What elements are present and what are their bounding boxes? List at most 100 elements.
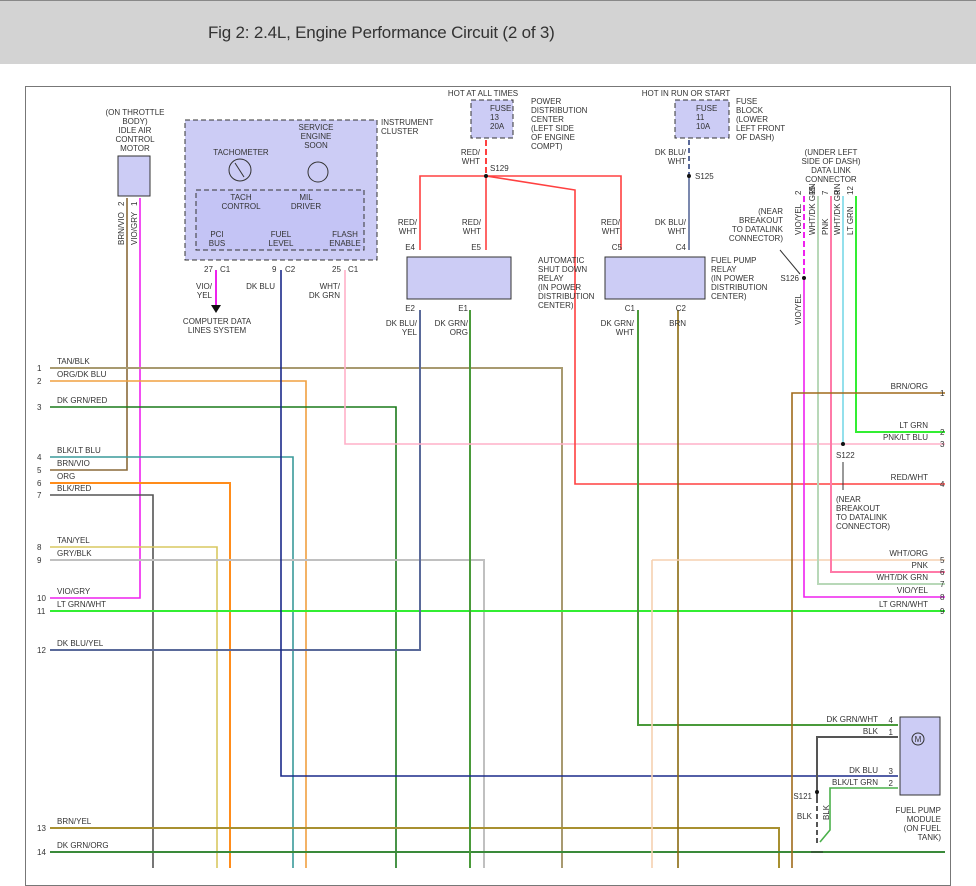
splice-s126 [802, 276, 806, 280]
iac-motor-label: IDLE AIR [119, 126, 152, 135]
near-breakout-label: (NEAR [758, 207, 783, 216]
s129-label: S129 [490, 164, 509, 173]
near-breakout-label-2: BREAKOUT [836, 504, 880, 513]
left-connector-pin: 5 [37, 466, 42, 475]
red-wht-label: RED/ [461, 148, 481, 157]
fpm-pin: 4 [889, 716, 894, 725]
right-connector-pin: 5 [940, 556, 945, 565]
cluster-connector: C1 [348, 265, 359, 274]
right-connector-wire-label: WHT/DK GRN [876, 573, 928, 582]
pdc-label: OF ENGINE [531, 133, 575, 142]
right-connector-pin: 8 [940, 593, 945, 602]
right-connector-wire-label: LT GRN/WHT [879, 600, 928, 609]
pci-bus-label: PCI [210, 230, 223, 239]
fuel-pump-module-label: MODULE [907, 815, 941, 824]
wire-brn-org [791, 392, 945, 868]
fp-pin: C5 [612, 243, 623, 252]
left-connector-pin: 13 [37, 824, 46, 833]
fuel-pump-module-label: FUEL PUMP [896, 806, 942, 815]
right-connector-pin: 2 [940, 428, 945, 437]
asd-pin: E4 [405, 243, 415, 252]
left-connector-pin: 10 [37, 594, 46, 603]
red-wht-label: WHT [399, 227, 417, 236]
fuse-11-label: 10A [696, 122, 711, 131]
pci-bus-label: BUS [209, 239, 225, 248]
asd-relay-label: RELAY [538, 274, 564, 283]
left-connector-wire-label: ORG/DK BLU [57, 370, 107, 379]
fpm-pin: 2 [889, 779, 894, 788]
left-connector-wire-label: DK GRN/RED [57, 396, 107, 405]
fpm-pin: 3 [889, 767, 894, 776]
asd-relay-label: AUTOMATIC [538, 256, 585, 265]
cluster-pin: 25 [332, 265, 341, 274]
wire-org [50, 482, 231, 868]
iac-motor-label: CONTROL [115, 135, 155, 144]
computer-data-label: LINES SYSTEM [188, 326, 247, 335]
fuse-11-box [674, 99, 730, 139]
asd-pin: E2 [405, 304, 415, 313]
instrument-cluster-label: INSTRUMENT [381, 118, 434, 127]
fuse-13-label: FUSE [490, 104, 511, 113]
left-connector-wire-label: BRN/YEL [57, 817, 92, 826]
wire-vio-yel [803, 278, 945, 598]
cluster-wire-label: DK GRN [309, 291, 340, 300]
fuse-11-label: FUSE [696, 104, 717, 113]
fuel-pump-relay-label: CENTER) [711, 292, 747, 301]
fp-pin: C1 [625, 304, 636, 313]
wire-pnk-lt-blu [344, 270, 945, 445]
red-wht-label: WHT [602, 227, 620, 236]
right-connector-wire-label: LT GRN [899, 421, 928, 430]
dlc-pin: 9 [833, 190, 842, 195]
wire-pnk [830, 196, 945, 573]
dk-blu-wht-label: WHT [668, 227, 686, 236]
dlc-pin: 2 [794, 190, 803, 195]
wire-lt-grn [855, 196, 945, 433]
hot-in-run-label: HOT IN RUN OR START [642, 89, 731, 98]
left-connector-pin: 7 [37, 491, 42, 500]
cluster-wire-label: DK BLU [246, 282, 275, 291]
figure-header: Fig 2: 2.4L, Engine Performance Circuit … [0, 0, 976, 64]
iac-motor-box [117, 155, 151, 197]
fuse-13-label: 13 [490, 113, 499, 122]
pdc-label: (LEFT SIDE [531, 124, 574, 133]
blk-label-2: BLK [822, 804, 831, 820]
splice-s121 [815, 790, 819, 794]
fuel-pump-module-label: (ON FUEL [904, 824, 942, 833]
iac-motor-label: BODY) [122, 117, 148, 126]
asd-wire-label: DK GRN/ [435, 319, 469, 328]
near-breakout-label-2: (NEAR [836, 495, 861, 504]
wire-wht-dk-grn [817, 196, 945, 585]
fp-pin: C4 [676, 243, 687, 252]
wire-dk-grn-red [50, 406, 397, 868]
fuel-pump-module-label: TANK) [918, 833, 942, 842]
fuel-pump-relay-label: RELAY [711, 265, 737, 274]
wire-blk-lt-grn [819, 787, 898, 843]
figure-title: Fig 2: 2.4L, Engine Performance Circuit … [208, 23, 555, 42]
fpm-wire-label: DK GRN/WHT [826, 715, 878, 724]
left-connector-pin: 2 [37, 377, 42, 386]
asd-pin: E5 [471, 243, 481, 252]
splice-s129 [484, 174, 488, 178]
tachometer-label: TACHOMETER [213, 148, 269, 157]
fuse-block-label: (LOWER [736, 115, 768, 124]
wire-tan-yel [50, 546, 218, 868]
wire-blk [816, 736, 898, 798]
wire-brn-yel [50, 827, 780, 868]
red-wht-label: RED/ [601, 218, 621, 227]
mil-driver-label: DRIVER [291, 202, 321, 211]
right-connector-wire-label: WHT/ORG [889, 549, 928, 558]
dlc-pin: 15 [808, 186, 817, 195]
fuel-pump-relay-box [604, 256, 706, 300]
left-connector-wire-label: LT GRN/WHT [57, 600, 106, 609]
cluster-wire-label: WHT/ [320, 282, 341, 291]
left-connector-pin: 4 [37, 453, 42, 462]
left-connector-pin: 1 [37, 364, 42, 373]
motor-label: M [915, 735, 922, 744]
iac-wire-label: BRN/VIO [117, 212, 126, 245]
cluster-wire-label: YEL [197, 291, 213, 300]
fpm-wire-label: BLK/LT GRN [832, 778, 878, 787]
iac-pin: 1 [130, 201, 139, 206]
left-connector-wire-label: ORG [57, 472, 75, 481]
fuse-block-label: LEFT FRONT [736, 124, 785, 133]
wire-brn-vio [50, 198, 128, 471]
